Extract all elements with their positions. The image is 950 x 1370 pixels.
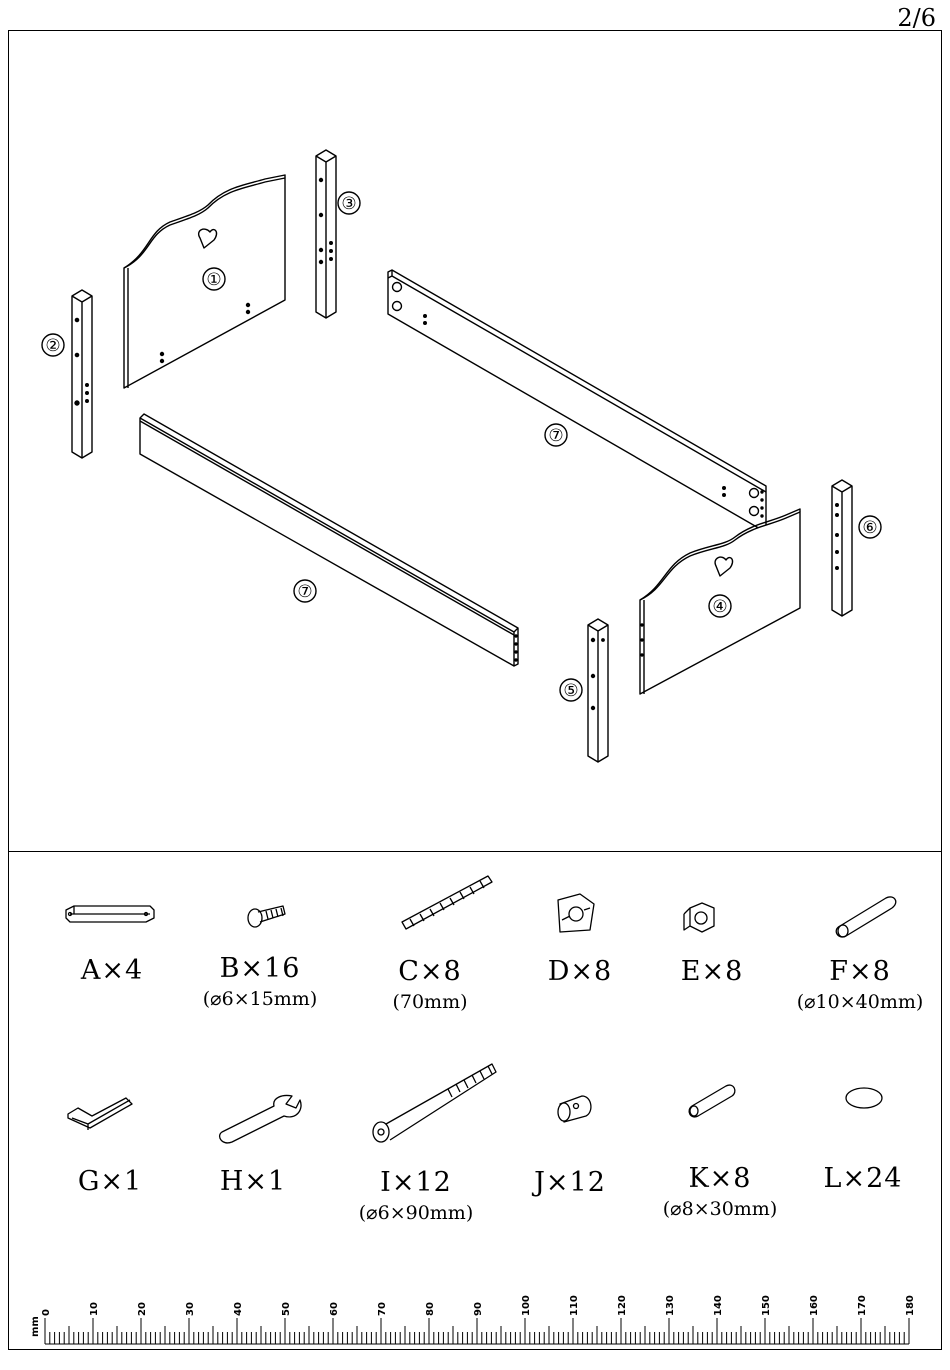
ruler-label-110: 110 [569, 1295, 580, 1316]
ruler-label-90: 90 [473, 1302, 484, 1316]
ruler-label-100: 100 [521, 1295, 532, 1316]
ruler-label-150: 150 [761, 1295, 772, 1316]
ruler-label-130: 130 [665, 1295, 676, 1316]
ruler-label-0: 0 [41, 1309, 52, 1316]
ruler-label-50: 50 [281, 1302, 292, 1316]
ruler-unit-label: mm [30, 1316, 41, 1337]
ruler-label-70: 70 [377, 1302, 388, 1316]
ruler-label-180: 180 [905, 1295, 916, 1316]
ruler-label-160: 160 [809, 1295, 820, 1316]
ruler-label-60: 60 [329, 1302, 340, 1316]
ruler-label-40: 40 [233, 1302, 244, 1316]
ruler-label-20: 20 [137, 1302, 148, 1316]
ruler-label-30: 30 [185, 1302, 196, 1316]
ruler-label-140: 140 [713, 1295, 724, 1316]
ruler-labels: 0 10 20 30 40 50 60 70 80 90 100 110 120 130 140 150 160… [41, 1295, 916, 1316]
ruler-label-80: 80 [425, 1302, 436, 1316]
ruler-label-170: 170 [857, 1295, 868, 1316]
ruler-label-10: 10 [89, 1302, 100, 1316]
ruler-label-120: 120 [617, 1295, 628, 1316]
ruler-ticks [45, 1318, 909, 1344]
